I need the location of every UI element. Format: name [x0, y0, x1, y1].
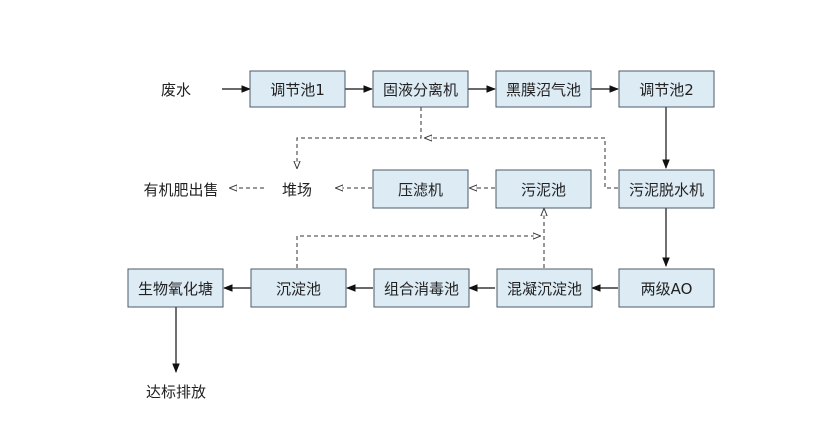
node-sedimentation-tank: 沉淀池 [250, 268, 347, 308]
node-label: 污泥脱水机 [629, 181, 704, 199]
dashed-sedimentation-to-sludgetank [296, 236, 540, 268]
node-label: 固液分离机 [383, 81, 458, 99]
node-label: 污泥池 [521, 181, 566, 199]
node-label: 组合消毒池 [384, 280, 459, 298]
node-regulating-tank-1: 调节池1 [249, 70, 346, 108]
node-label: 混凝沉淀池 [507, 280, 582, 298]
node-two-stage-ao: 两级AO [618, 268, 715, 308]
node-solid-liquid-separator: 固液分离机 [372, 70, 469, 108]
node-label: 生物氧化塘 [138, 280, 213, 298]
label-storage-yard: 堆场 [282, 181, 312, 199]
node-regulating-tank-2: 调节池2 [618, 70, 715, 108]
node-sludge-dewatering-machine: 污泥脱水机 [618, 169, 715, 209]
label-organic-fertilizer-sale: 有机肥出售 [143, 181, 218, 199]
label-wastewater: 废水 [161, 81, 191, 99]
node-label: 调节池2 [639, 81, 694, 99]
dashed-separator-to-yard [297, 107, 422, 168]
node-sludge-tank: 污泥池 [495, 169, 592, 209]
node-label: 沉淀池 [276, 280, 321, 298]
dashed-dewatering-return [425, 138, 618, 189]
node-label: 调节池1 [270, 81, 325, 99]
node-label: 压滤机 [398, 181, 443, 199]
node-black-membrane-biogas-tank: 黑膜沼气池 [495, 70, 592, 108]
node-filter-press: 压滤机 [372, 169, 469, 209]
node-label: 黑膜沼气池 [506, 81, 581, 99]
label-discharge: 达标排放 [146, 383, 206, 401]
node-coagulation-sedimentation-tank: 混凝沉淀池 [496, 268, 593, 308]
node-combined-disinfection-tank: 组合消毒池 [373, 268, 470, 308]
node-label: 两级AO [641, 280, 693, 298]
node-bio-oxidation-pond: 生物氧化塘 [127, 268, 224, 308]
